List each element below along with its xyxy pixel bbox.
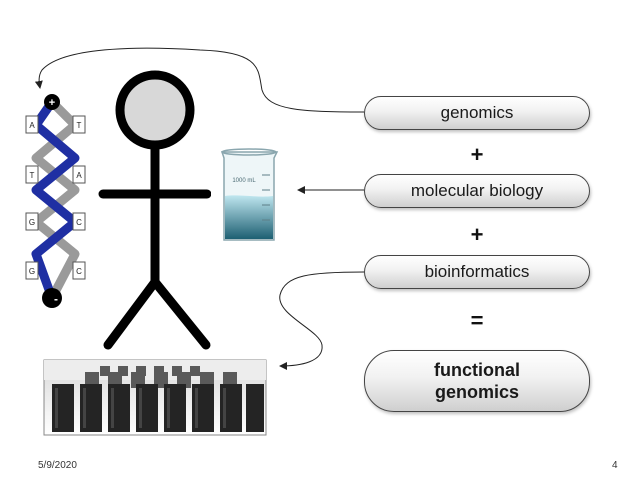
beaker-label: 1000 mL <box>232 178 256 184</box>
stick-figure <box>98 70 212 350</box>
svg-text:C: C <box>76 267 82 276</box>
dna-base-right-2: A <box>72 165 86 184</box>
dna-base-left-2: T <box>25 165 39 184</box>
arrow-bioinfo-to-servers <box>279 271 365 370</box>
stick-figure-right-leg <box>150 277 211 350</box>
dna-plus-terminal <box>44 94 60 110</box>
bioinformatics-box: bioinformatics <box>364 255 590 289</box>
plus-operator-2: + <box>470 222 484 247</box>
stick-figure-left-leg <box>103 277 160 350</box>
footer-date: 5/9/2020 <box>38 460 77 471</box>
dna-helix: + - A T G G T <box>25 94 86 308</box>
molecular-biology-box: molecular biology <box>364 174 590 208</box>
dna-plus-symbol: + <box>49 97 55 109</box>
dna-base-left-4: G <box>25 261 39 280</box>
dna-base-right-4: C <box>72 261 86 280</box>
svg-text:G: G <box>29 267 35 276</box>
dna-base-left-3: G <box>25 212 39 231</box>
dna-base-right-3: C <box>72 212 86 231</box>
stick-figure-head <box>115 70 195 150</box>
dna-base-left-1: A <box>25 115 39 134</box>
equals-operator: = <box>470 308 484 333</box>
svg-text:T: T <box>77 121 82 130</box>
server-room-image <box>43 359 267 436</box>
svg-text:C: C <box>76 218 82 227</box>
dna-base-right-1: T <box>72 115 86 134</box>
arrow-genomics-to-dna <box>34 47 365 113</box>
dna-minus-terminal <box>42 288 62 308</box>
dna-minus-symbol: - <box>54 292 58 306</box>
svg-text:A: A <box>76 171 82 180</box>
genomics-box: genomics <box>364 96 590 130</box>
svg-text:A: A <box>29 121 35 130</box>
beaker-image: 1000 mL <box>211 142 286 242</box>
footer-page-number: 4 <box>612 460 618 471</box>
plus-operator-1: + <box>470 142 484 167</box>
functional-genomics-box: functional genomics <box>364 350 590 412</box>
svg-text:G: G <box>29 218 35 227</box>
svg-text:T: T <box>30 171 35 180</box>
